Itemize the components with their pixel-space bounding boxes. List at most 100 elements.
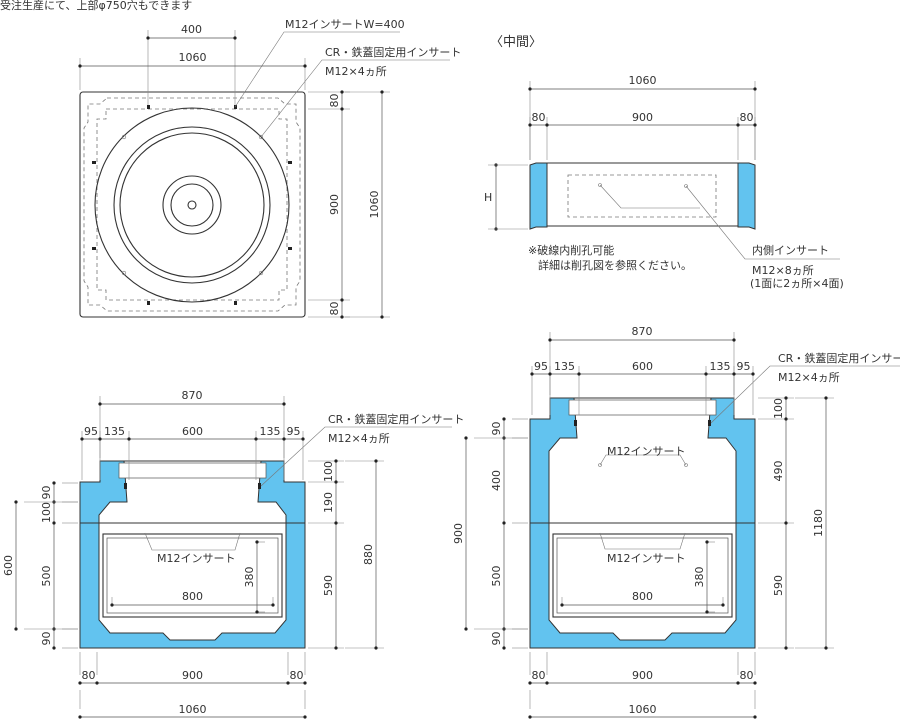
label-cr-qty: M12×4ヵ所 [325,65,387,78]
dimension-label: 880 [362,544,375,565]
dimension-dot [705,540,709,544]
dimension-dot [732,338,736,342]
dimension-label: 80 [82,669,96,682]
dimension-dot [78,64,82,68]
middle-view: 〈中間〉 ※破線内削孔可能 詳細は削孔図を参照ください。 内側インサート M12… [490,35,844,290]
dimension-dot [282,402,286,406]
middle-note-1: ※破線内削孔可能 [528,243,614,257]
dimension-label: 95 [84,425,98,438]
dimension-label: 490 [772,461,785,482]
dimension-dot [303,715,307,719]
dimension-dot [334,521,338,525]
label-inner-qty: M12×8ヵ所 [752,264,814,277]
dimension-dot [146,36,150,40]
dimension-label: 90 [490,422,503,436]
insert-marks [92,105,292,305]
manhole-circles [94,107,290,303]
dimension-dot [736,681,740,685]
dimension-label: 870 [632,325,653,338]
dimension-dot [95,681,99,685]
dimension-label: 900 [182,669,203,682]
dimension-label: 90 [40,486,53,500]
middle-note-2: 詳細は削孔図を参照ください。 [538,258,692,272]
dimension-dot [753,87,757,91]
dimension-label: 1060 [179,51,207,64]
dimension-dot [464,436,468,440]
dimension-dot [545,123,549,127]
dimension-label: 80 [740,669,754,682]
dimension-label: 1060 [368,191,381,219]
dimension-dot [502,646,506,650]
dimension-dot [334,646,338,650]
dimension-label: 380 [243,567,256,588]
dimension-label: 590 [322,575,335,596]
dimension-dot [530,372,534,376]
dimension-label: 100 [772,398,785,419]
dimension-dot [464,627,468,631]
dimension-dot [824,396,828,400]
dimension-label: 135 [260,425,281,438]
section-left: M12インサート CR・鉄蓋固定用インサート M12×4ヵ所 [79,412,464,649]
dimension-dot [784,521,788,525]
dimension-dot [303,681,307,685]
dimension-label: 135 [710,360,731,373]
dimension-dot [80,437,84,441]
dimension-label: 80 [740,111,754,124]
label-inner-detail: (1面に2ヵ所×4面) [750,277,844,290]
dimension-label: 80 [328,302,341,316]
dimension-dot [374,646,378,650]
label-cr-qty: M12×4ヵ所 [328,432,390,445]
dimension-label: 190 [322,492,335,513]
section-right: M12インサート M12インサート CR・鉄蓋固定用インサート M12×4ヵ所 [529,351,900,649]
dimension-dot [340,315,344,319]
dimension-label: 100 [40,502,53,523]
dimension-label: 900 [632,669,653,682]
dimension-dot [577,372,581,376]
dimension-dot [271,603,275,607]
dimension-label: 1180 [812,509,825,537]
label-cr-insert: CR・鉄蓋固定用インサート [328,412,464,426]
dimension-dot [560,603,564,607]
dimension-dot [78,681,82,685]
dimension-dot [705,610,709,614]
dimension-dot [751,372,755,376]
dimension-dot [334,459,338,463]
dimension-dot [528,87,532,91]
dimension-dot [52,481,56,485]
dimension-label: 135 [104,425,125,438]
dimension-dot [255,540,259,544]
dimension-dot [380,315,384,319]
dimension-label: 500 [490,566,503,587]
label-cr-qty: M12×4ヵ所 [778,371,840,384]
dimension-label: 80 [532,111,546,124]
dimension-label: 400 [490,470,503,491]
dimension-dot [98,402,102,406]
dimension-dot [233,36,237,40]
dimension-label: 80 [532,669,546,682]
dimension-dot [528,715,532,719]
dimension-dot [502,521,506,525]
dimension-dot [14,627,18,631]
dimension-dot [528,123,532,127]
dimension-label: 100 [322,461,335,482]
dimension-label: 400 [181,23,202,36]
dimension-dot [753,123,757,127]
dimension-label: 90 [490,632,503,646]
dimension-dot [545,681,549,685]
dimension-dot [548,338,552,342]
dimension-dot [110,603,114,607]
dimension-dot [282,437,286,441]
dimension-dot [286,681,290,685]
label-cr-insert: CR・鉄蓋固定用インサート [325,45,461,59]
dimension-dot [301,437,305,441]
dimension-label: 500 [40,566,53,587]
dimension-dot [736,123,740,127]
dimension-dot [528,681,532,685]
dimension-dot [704,372,708,376]
label-m12-insert-lower: M12インサート [607,552,686,565]
dimension-dot [753,681,757,685]
dimension-dot [502,417,506,421]
cr-insert-holes [121,134,264,276]
dimension-label: 380 [693,567,706,588]
